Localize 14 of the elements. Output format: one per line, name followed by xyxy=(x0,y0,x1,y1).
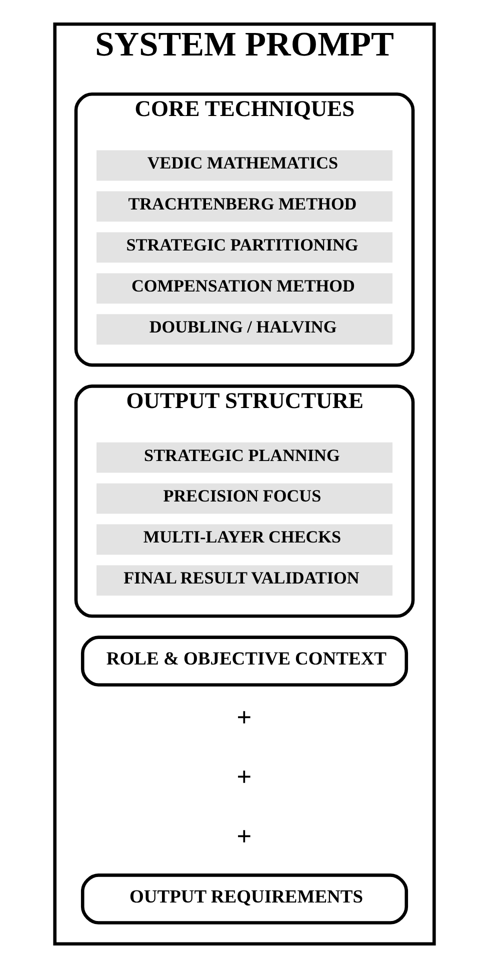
node-box: PRECISION FOCUS xyxy=(96,483,392,514)
node-box: OUTPUT REQUIREMENTS xyxy=(80,874,408,924)
node-box: TRACHTENBERG METHOD xyxy=(96,191,392,222)
node-box: COMPENSATION METHOD xyxy=(96,273,392,304)
node-box: FINAL RESULT VALIDATION xyxy=(96,565,392,596)
node-box: STRATEGIC PLANNING xyxy=(96,442,392,473)
label: + xyxy=(236,761,252,792)
node-box: STRATEGIC PARTITIONING xyxy=(96,232,392,263)
label: + xyxy=(236,702,252,732)
node-box: VEDIC MATHEMATICS xyxy=(96,150,392,181)
label: + xyxy=(236,820,252,851)
node-box: ROLE & OBJECTIVE CONTEXT xyxy=(80,636,408,687)
node-box: MULTI-LAYER CHECKS xyxy=(96,524,392,555)
node-box: DOUBLING / HALVING xyxy=(96,314,392,345)
